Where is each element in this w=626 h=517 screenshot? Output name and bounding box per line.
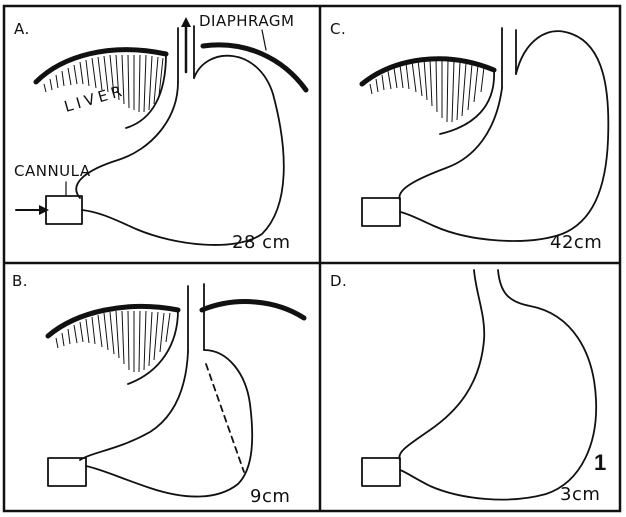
stomach-outline [80,350,252,497]
measurement-d: 3cm [560,484,600,505]
figure-frame [4,6,620,511]
diaphragm [203,45,306,90]
panel-c: C. 42cm [330,20,608,253]
stomach-outline [399,270,596,500]
diaphragm [202,302,304,318]
panel-a: A. DIAPHRAGM CANNULA LIVER 28 cm [14,12,306,253]
diaphragm-leader [262,30,266,50]
stomach-outline [399,31,608,241]
cannula [362,198,400,226]
panel-letter-d: D. [330,272,347,290]
liver [48,306,178,384]
panel-letter-b: B. [12,272,28,290]
liver-upper-edge [36,50,166,82]
liver-upper-edge [48,306,178,336]
liver-lower-edge [128,310,178,384]
measurement-a: 28 cm [232,232,291,253]
cannula [362,458,400,486]
figure-number: 1 [594,450,606,475]
cannula [46,196,82,224]
liver-label: LIVER [62,81,127,116]
cannula [48,458,86,486]
cannula-label: CANNULA [14,162,91,180]
measurement-b: 9cm [250,486,290,507]
panel-b: B. 9cm [12,272,304,507]
liver [362,59,494,134]
cut-line [206,364,244,472]
panel-letter-a: A. [14,20,30,38]
liver-upper-edge [362,59,494,84]
panel-letter-c: C. [330,20,346,38]
panel-d: D. 1 3cm [330,270,606,505]
diaphragm-label: DIAPHRAGM [199,12,294,30]
measurement-c: 42cm [550,232,602,253]
